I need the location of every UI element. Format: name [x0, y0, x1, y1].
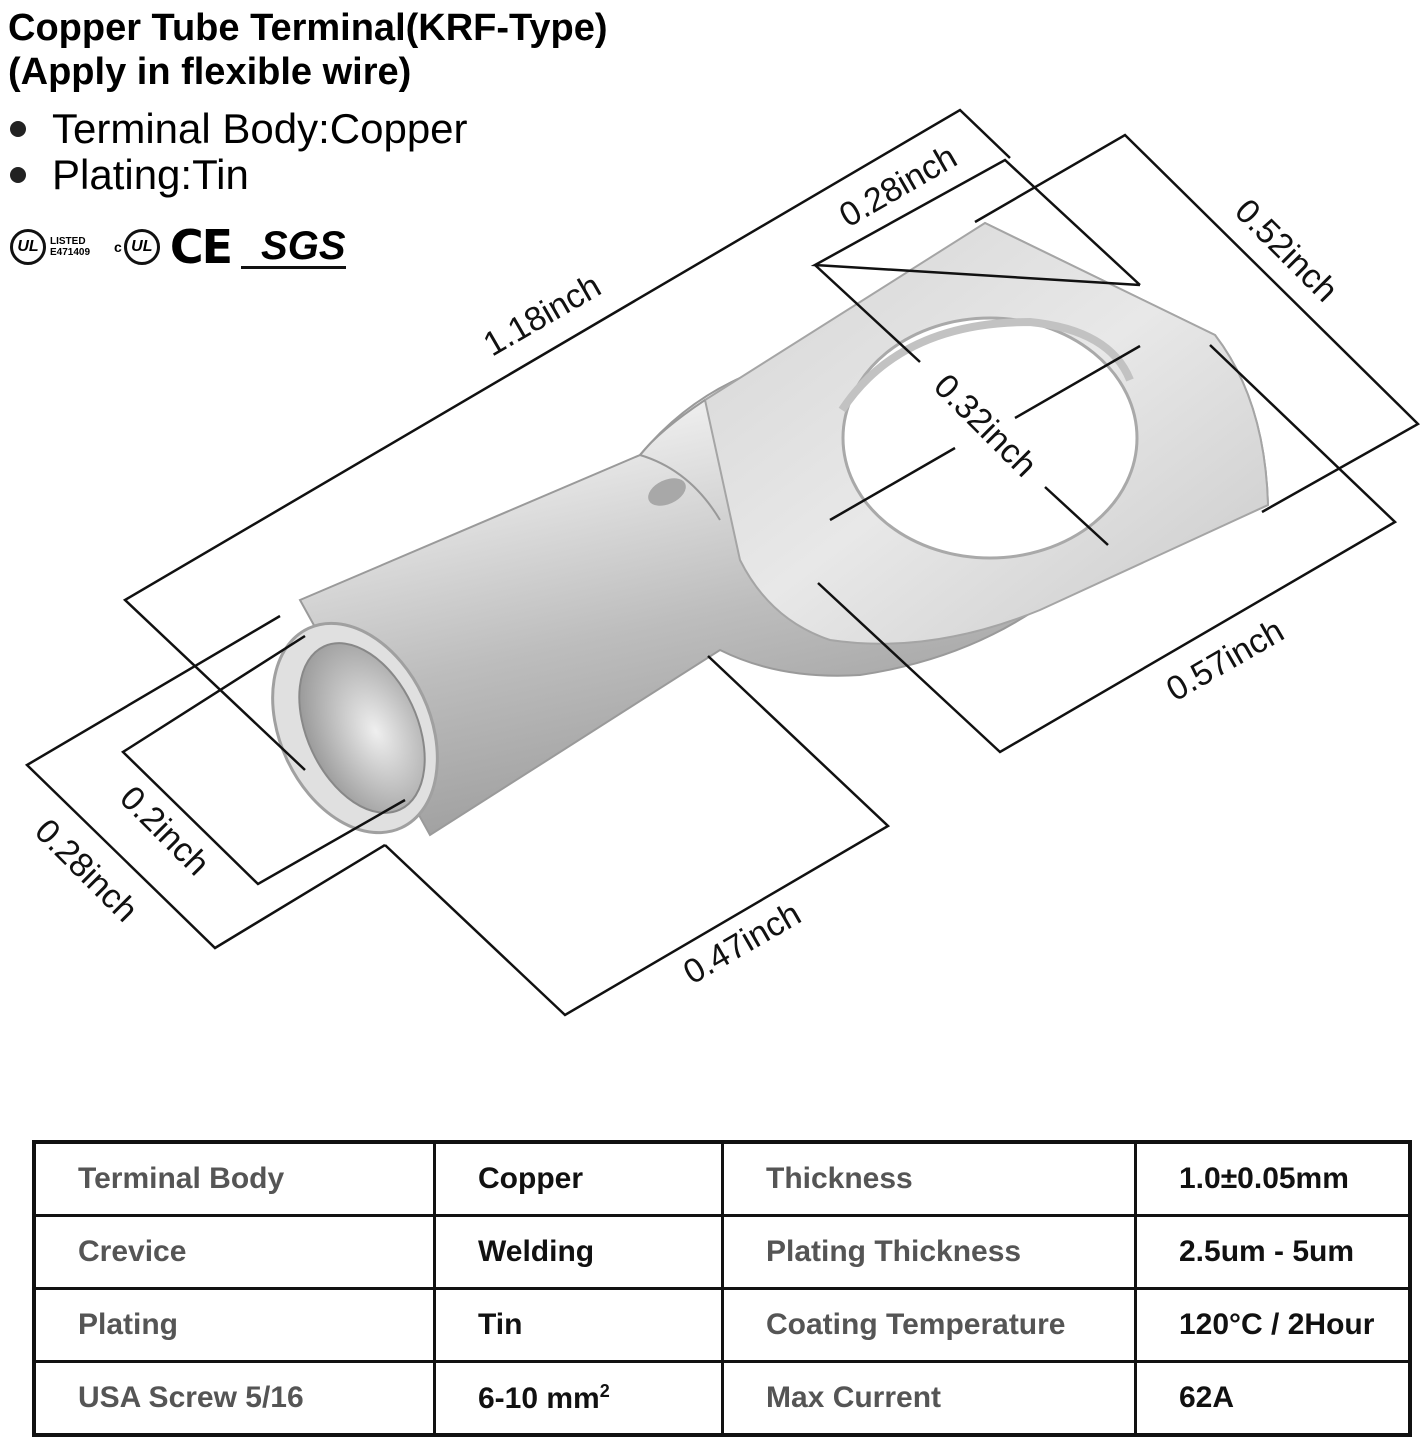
- ul-file-number: E471409: [50, 247, 91, 258]
- ul-listed-text: LISTED E471409: [50, 236, 90, 258]
- table-row: Plating Tin Coating Temperature 120°C / …: [32, 1287, 1412, 1363]
- cul-mark-icon: UL: [123, 229, 160, 265]
- table-row: USA Screw 5/16 6-10 mm2 Max Current 62A: [32, 1360, 1412, 1437]
- barrel-bore: [298, 642, 426, 814]
- inspection-hole: [648, 478, 686, 506]
- dim-line-total-length: [122, 108, 1011, 771]
- dim-line-hole-lower: [829, 446, 956, 522]
- spec-value: 62A: [1134, 1360, 1412, 1437]
- label-total-length: 1.18inch: [477, 267, 607, 364]
- specification-table: Terminal Body Copper Thickness 1.0±0.05m…: [32, 1140, 1412, 1437]
- spec-value: 6-10 mm: [478, 1381, 600, 1415]
- spec-value: Copper: [433, 1140, 724, 1217]
- bullet-dot-icon: [10, 121, 26, 137]
- spec-key: Plating: [32, 1287, 436, 1363]
- bullet-text: Terminal Body:Copper: [52, 105, 468, 152]
- dimension-lines: [24, 108, 1420, 1017]
- ul-listed-label: LISTED: [50, 236, 86, 247]
- dim-line-outer-diameter: [24, 614, 386, 950]
- label-barrel-length: 0.47inch: [677, 895, 807, 992]
- mounting-hole: [841, 316, 1139, 560]
- spec-key: Coating Temperature: [721, 1287, 1137, 1363]
- cul-prefix: c: [114, 239, 122, 255]
- sgs-logo: SGS: [241, 226, 346, 269]
- spec-value-cell: 6-10 mm2: [433, 1360, 724, 1437]
- spec-value: Welding: [433, 1214, 724, 1290]
- dim-line-palm-length: [817, 344, 1398, 754]
- spec-key: USA Screw 5/16: [32, 1360, 436, 1437]
- bullet-dot-icon: [10, 167, 26, 183]
- label-tongue-width: 0.52inch: [1227, 192, 1345, 310]
- spec-key: Terminal Body: [32, 1140, 436, 1217]
- title-line-1: Copper Tube Terminal(KRF-Type): [8, 7, 608, 49]
- dim-line-hole-upper: [1014, 344, 1141, 420]
- spec-value: 1.0±0.05mm: [1134, 1140, 1412, 1217]
- spec-value-superscript: 2: [599, 1380, 610, 1401]
- ul-listed-logo: UL LISTED E471409: [10, 229, 90, 265]
- terminal-body: [271, 221, 1270, 837]
- table-row: Terminal Body Copper Thickness 1.0±0.05m…: [32, 1140, 1412, 1217]
- certification-logos: UL LISTED E471409 c UL CE SGS: [10, 220, 346, 274]
- spec-key: Thickness: [721, 1140, 1137, 1217]
- cul-logo: c UL: [114, 229, 160, 265]
- title-line-2: (Apply in flexible wire): [8, 51, 412, 93]
- dim-line-tongue-length: [810, 158, 1141, 287]
- spec-value: Tin: [433, 1287, 724, 1363]
- spec-key: Plating Thickness: [721, 1214, 1137, 1290]
- spec-key: Crevice: [32, 1214, 436, 1290]
- label-inner-diameter: 0.2inch: [112, 779, 216, 883]
- bullet-plating: Plating:Tin: [10, 152, 249, 198]
- spec-key: Max Current: [721, 1360, 1137, 1437]
- label-outer-diameter: 0.28inch: [27, 812, 145, 930]
- spec-value: 120°C / 2Hour: [1134, 1287, 1412, 1363]
- table-row: Crevice Welding Plating Thickness 2.5um …: [32, 1214, 1412, 1290]
- ce-mark-icon: CE: [169, 220, 233, 274]
- label-palm-length: 0.57inch: [1160, 612, 1290, 709]
- dim-line-inner-diameter: [120, 634, 406, 886]
- dim-line-barrel-length: [384, 655, 891, 1017]
- terminal-dimension-drawing: 1.18inch 0.28inch 0.52inch 0.32inch 0.57…: [24, 108, 1420, 1017]
- bullet-text: Plating:Tin: [52, 151, 249, 198]
- product-title: Copper Tube Terminal(KRF-Type) (Apply in…: [8, 6, 608, 94]
- bullet-terminal-body: Terminal Body:Copper: [10, 106, 468, 152]
- dim-line-hole-leader: [1044, 486, 1109, 546]
- spec-value: 2.5um - 5um: [1134, 1214, 1412, 1290]
- ul-mark-icon: UL: [10, 229, 46, 265]
